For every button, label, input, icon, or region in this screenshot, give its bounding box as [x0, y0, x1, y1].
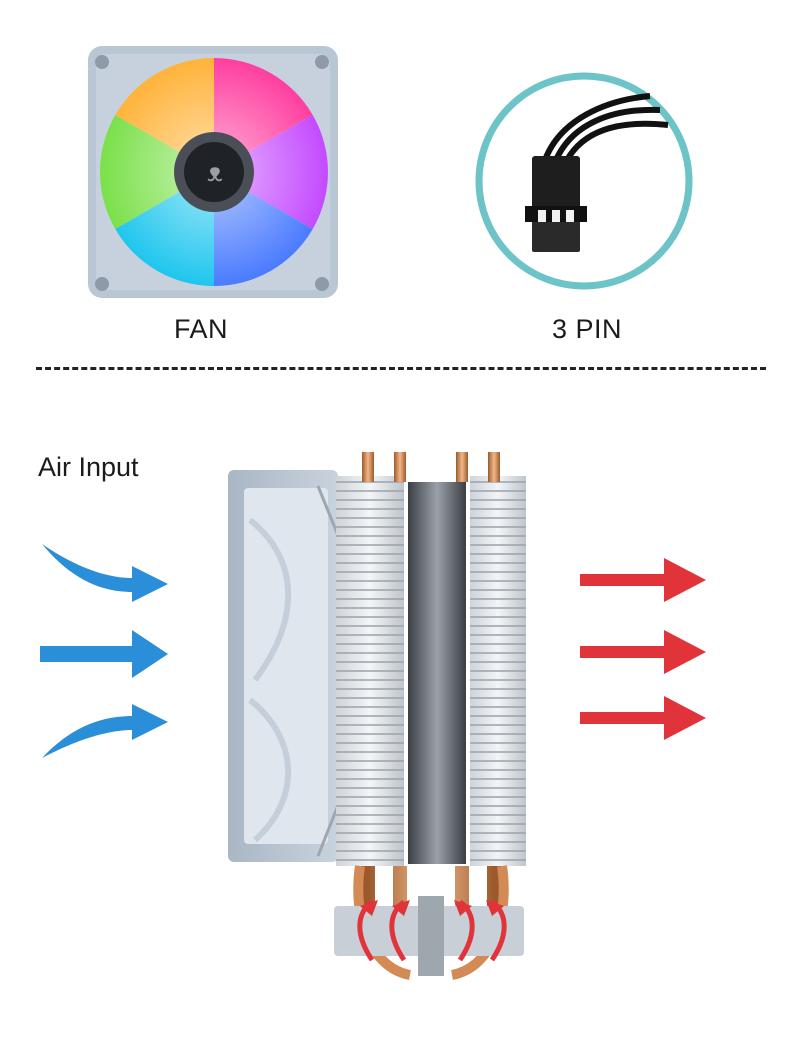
svg-text:ᴥ: ᴥ — [207, 158, 223, 188]
air-input-label: Air Input — [38, 452, 139, 482]
fan-caption: FAN — [174, 314, 229, 344]
three-pin-caption: 3 PIN — [552, 314, 623, 344]
section-divider — [36, 367, 766, 370]
